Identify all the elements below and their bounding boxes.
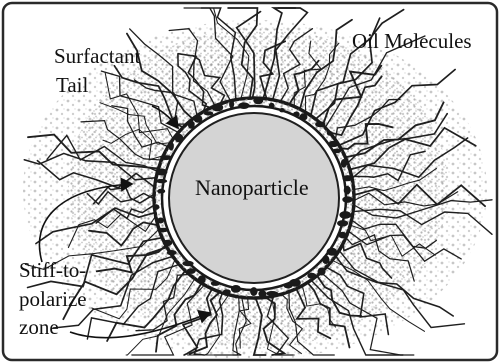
surfactant-head-blob [342,196,352,203]
surfactant-head-blob [327,131,333,136]
surfactant-head-blob [157,189,165,194]
surfactant-head-blob [211,281,220,286]
surfactant-head-blob [212,103,224,111]
surfactant-head-blob [250,287,257,296]
surfactant-head-blob [293,112,300,117]
surfactant-head-blob [157,218,164,224]
surfactant-head-blob [327,248,338,256]
surfactant-head-blob [163,240,173,246]
surfactant-head-blob [328,141,339,147]
surfactant-head-blob [332,149,341,154]
surfactant-head-blob [269,103,275,109]
oil-molecules-label: Oil Molecules [352,28,472,54]
surfactant-head-blob [231,285,241,293]
surfactant-head-blob [223,289,231,294]
surfactant-head-blob [266,291,278,296]
surfactant-head-blob [167,250,177,255]
surfactant-head-blob [341,159,347,168]
surfactant-head-blob [198,275,206,284]
surfactant-head-blob [156,179,167,183]
surfactant-head-blob [299,113,307,120]
stiff-zone-label-line1: Stiff-to- [19,257,86,283]
surfactant-head-blob [194,115,203,122]
nanoparticle-label: Nanoparticle [195,175,309,201]
surfactant-head-blob [258,290,266,297]
stiff-zone-label-line2: polarize [19,286,87,312]
surfactant-head-blob [175,134,184,143]
surfactant-head-blob [204,111,213,115]
surfactant-head-blob [339,211,351,219]
surfactant-head-blob [339,232,347,239]
surfactant-head-blob [253,97,263,105]
surfactant-head-blob [229,100,234,109]
surfactant-head-blob [322,255,329,264]
surfactant-head-blob [160,155,172,160]
surfactant-head-blob [344,186,351,195]
surfactant-tail-label-line1: Surfactant [54,43,140,69]
surfactant-head-blob [284,284,293,288]
surfactant-head-blob [153,204,159,210]
surfactant-tail-label-line2: Tail [56,72,88,98]
surfactant-head-blob [182,261,193,266]
surfactant-head-blob [337,220,348,226]
surfactant-head-blob [238,102,249,109]
surfactant-head-blob [315,121,325,127]
surfactant-head-blob [318,268,326,276]
surfactant-head-blob [156,169,168,176]
surfactant-head-blob [157,228,169,232]
surfactant-head-blob [342,175,352,181]
surfactant-head-blob [279,108,285,112]
surfactant-head-blob [169,142,174,151]
surfactant-head-blob [307,273,316,279]
surfactant-head-blob [188,121,195,129]
stiff-zone-label-line3: zone [19,314,59,340]
surfactant-head-blob [187,268,196,274]
